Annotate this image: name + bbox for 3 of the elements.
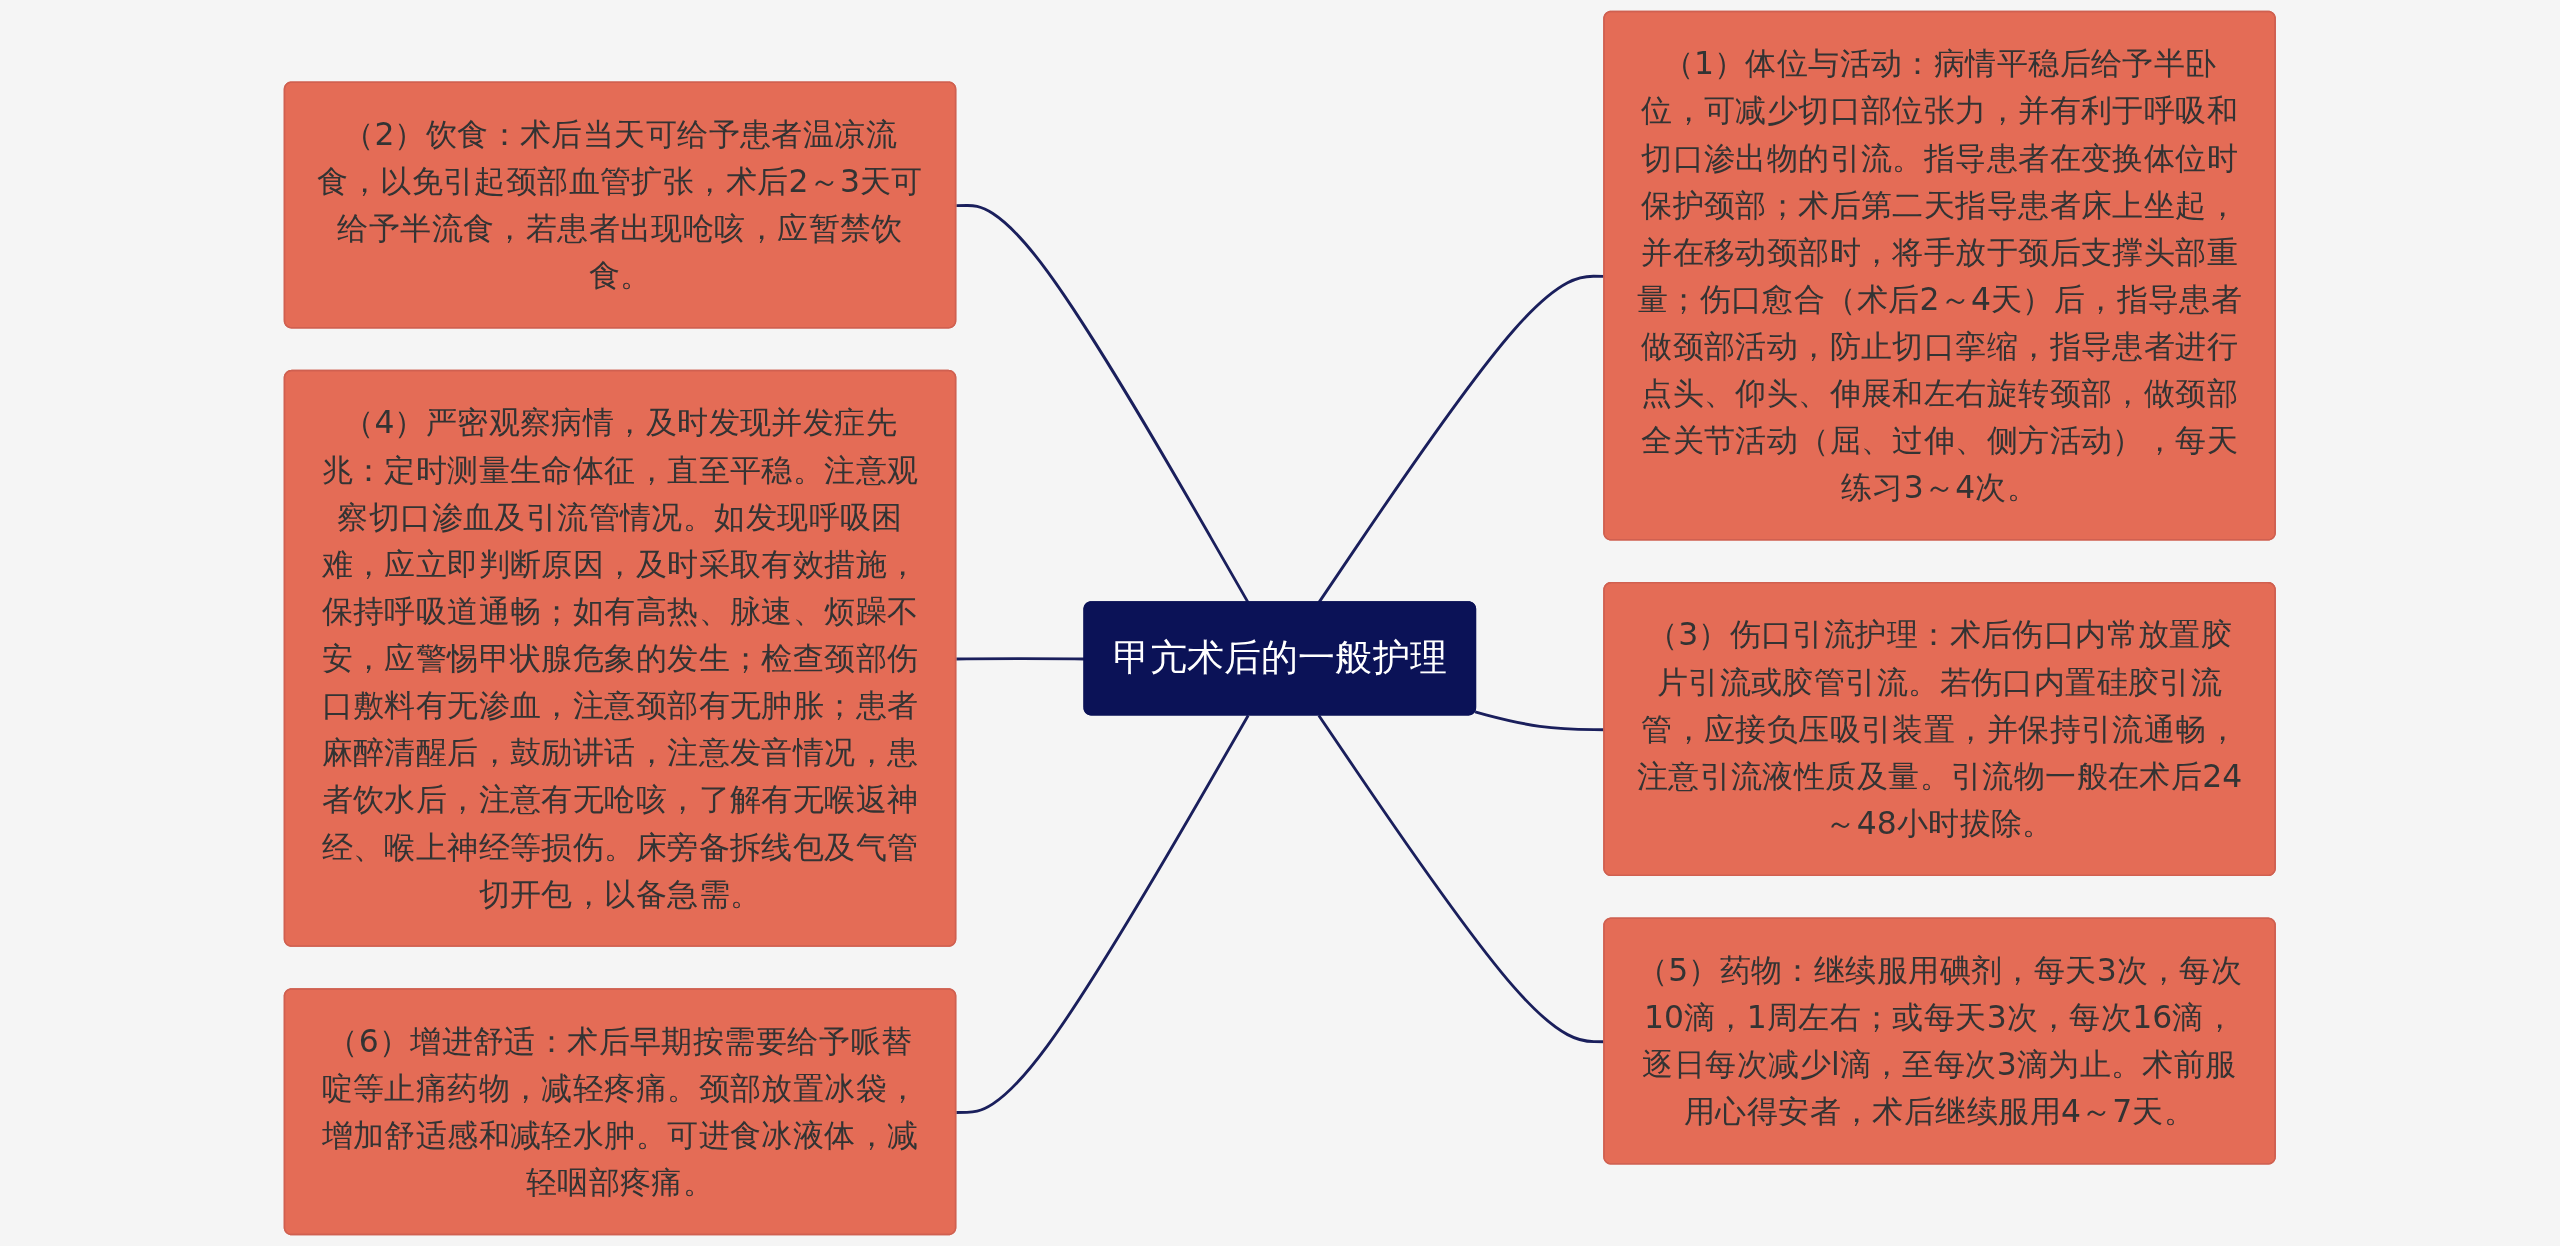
- connector: [1317, 714, 1605, 1044]
- connector: [956, 714, 1250, 1114]
- connector: [1474, 710, 1605, 732]
